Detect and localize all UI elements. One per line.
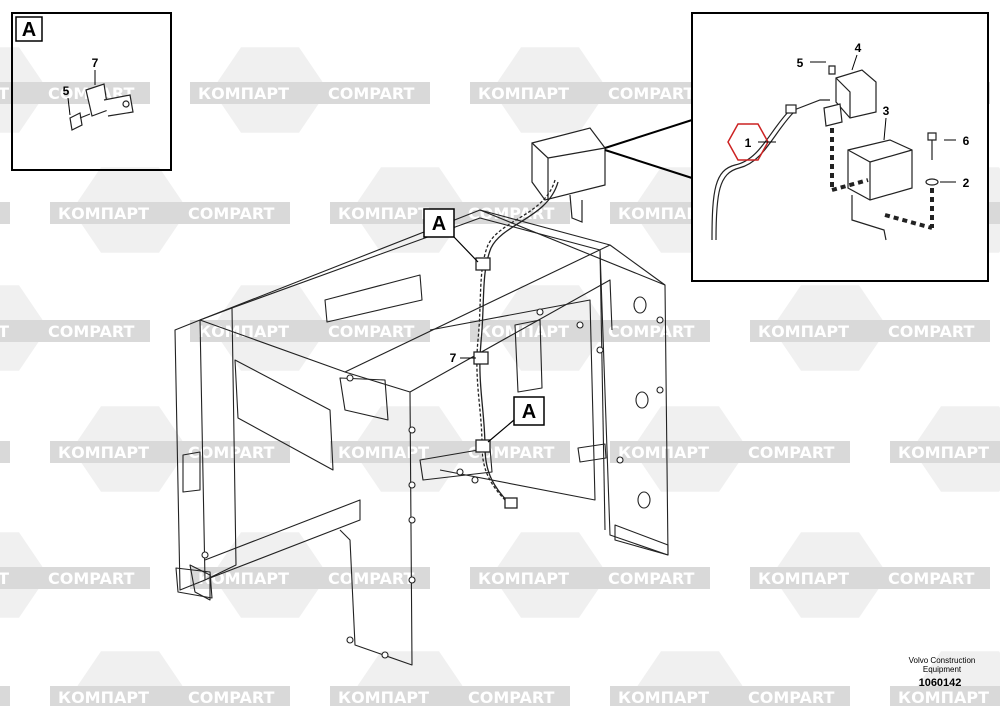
footer-brand: Volvo Construction Equipment 1060142 <box>909 656 976 689</box>
svg-text:КОМПАРТ: КОМПАРТ <box>0 322 9 341</box>
callout-2: 2 <box>963 176 970 190</box>
detail-a-callout-7: 7 <box>92 56 99 70</box>
svg-text:КОМПАРТ: КОМПАРТ <box>58 443 149 462</box>
svg-text:КОМПАРТ: КОМПАРТ <box>0 84 9 103</box>
svg-text:COMPART: COMPART <box>888 322 975 341</box>
svg-text:A: A <box>522 401 536 423</box>
svg-text:COMPART: COMPART <box>48 569 135 588</box>
frame-assembly <box>174 209 669 666</box>
brand-line-1: Volvo Construction <box>909 656 976 665</box>
watermark-logo: КОМПАРТ COMPART <box>50 167 290 253</box>
callout-6: 6 <box>963 134 970 148</box>
watermark-logo: КОМПАРТ COMPART <box>330 651 570 706</box>
watermark-logo: КОМПАРТ COMPART <box>50 406 290 492</box>
watermark-logo: КОМПАРТ COMPART <box>190 47 430 133</box>
wire-harness <box>473 179 559 509</box>
svg-text:КОМПАРТ: КОМПАРТ <box>198 84 289 103</box>
svg-text:КОМПАРТ: КОМПАРТ <box>478 569 569 588</box>
main-callout-7: 7 <box>450 351 476 365</box>
svg-text:КОМПАРТ: КОМПАРТ <box>618 688 709 706</box>
svg-text:COMPART: COMPART <box>188 204 275 223</box>
section-mark-a-upper: A <box>423 208 479 263</box>
svg-text:COMPART: COMPART <box>328 322 415 341</box>
highlight-hexagon <box>727 123 769 161</box>
watermark-logo: КОМПАРТ COMPART <box>750 285 990 371</box>
watermark-logo: КОМПАРТ COMPART <box>610 651 850 706</box>
svg-text:COMPART: COMPART <box>748 688 835 706</box>
svg-text:COMPART: COMPART <box>888 569 975 588</box>
svg-text:КОМПАРТ: КОМПАРТ <box>338 204 429 223</box>
svg-text:A: A <box>432 213 446 235</box>
svg-text:COMPART: COMPART <box>468 688 555 706</box>
svg-text:COMPART: COMPART <box>608 322 695 341</box>
svg-text:КОМПАРТ: КОМПАРТ <box>758 569 849 588</box>
watermark-logo: КОМПАРТ COMPART <box>190 285 430 371</box>
detail-a-callout-5: 5 <box>63 84 70 98</box>
section-mark-a-lower: A <box>487 396 545 443</box>
svg-text:COMPART: COMPART <box>748 443 835 462</box>
watermark-logo: КОМПАРТ COMPART <box>0 532 150 618</box>
detail-a-label-box <box>15 16 43 42</box>
svg-text:COMPART: COMPART <box>608 84 695 103</box>
svg-text:КОМПАРТ: КОМПАРТ <box>478 322 569 341</box>
lamp-on-frame <box>531 127 606 223</box>
brand-line-2: Equipment <box>923 665 962 674</box>
watermark-logo: КОМПАРТ COMPART <box>470 532 710 618</box>
watermark-logo: КОМПАРТ COMPART <box>750 532 990 618</box>
svg-text:КОМПАРТ: КОМПАРТ <box>198 322 289 341</box>
watermark-logo: КОМПАРТ COMPART <box>470 47 710 133</box>
svg-text:КОМПАРТ: КОМПАРТ <box>338 688 429 706</box>
callout-1: 1 <box>745 136 752 150</box>
document-number: 1060142 <box>919 677 962 689</box>
svg-text:КОМПАРТ: КОМПАРТ <box>618 204 709 223</box>
svg-text:COMPART: COMPART <box>328 569 415 588</box>
svg-text:КОМПАРТ: КОМПАРТ <box>898 443 989 462</box>
watermark-logo: КОМПАРТ COMPART <box>50 651 290 706</box>
svg-text:КОМПАРТ: КОМПАРТ <box>618 443 709 462</box>
svg-text:КОМПАРТ: КОМПАРТ <box>58 688 149 706</box>
watermark-logo: КОМПАРТ COMPART <box>190 532 430 618</box>
svg-text:COMPART: COMPART <box>48 322 135 341</box>
callout-3: 3 <box>883 104 890 118</box>
svg-text:7: 7 <box>450 351 457 365</box>
svg-text:COMPART: COMPART <box>608 569 695 588</box>
svg-text:КОМПАРТ: КОМПАРТ <box>478 84 569 103</box>
svg-text:COMPART: COMPART <box>328 84 415 103</box>
svg-text:КОМПАРТ: КОМПАРТ <box>338 443 429 462</box>
svg-text:КОМПАРТ: КОМПАРТ <box>58 204 149 223</box>
detail-a-label: A <box>22 19 36 41</box>
watermark-logo: КОМПАРТ COMPART <box>0 285 150 371</box>
svg-text:COMPART: COMPART <box>188 688 275 706</box>
detail-lamp-box: 5 4 1 3 6 2 <box>604 12 989 282</box>
svg-text:КОМПАРТ: КОМПАРТ <box>198 569 289 588</box>
svg-text:КОМПАРТ: КОМПАРТ <box>898 688 989 706</box>
svg-text:КОМПАРТ: КОМПАРТ <box>758 322 849 341</box>
detail-a-box: A 7 5 <box>11 12 172 171</box>
svg-text:КОМПАРТ: КОМПАРТ <box>0 569 9 588</box>
watermark-logo: КОМПАРТ COMPART <box>470 285 710 371</box>
watermark-logo: КОМПАРТ COMPART <box>610 406 850 492</box>
callout-5: 5 <box>797 56 804 70</box>
svg-text:COMPART: COMPART <box>188 443 275 462</box>
callout-4: 4 <box>855 41 862 55</box>
